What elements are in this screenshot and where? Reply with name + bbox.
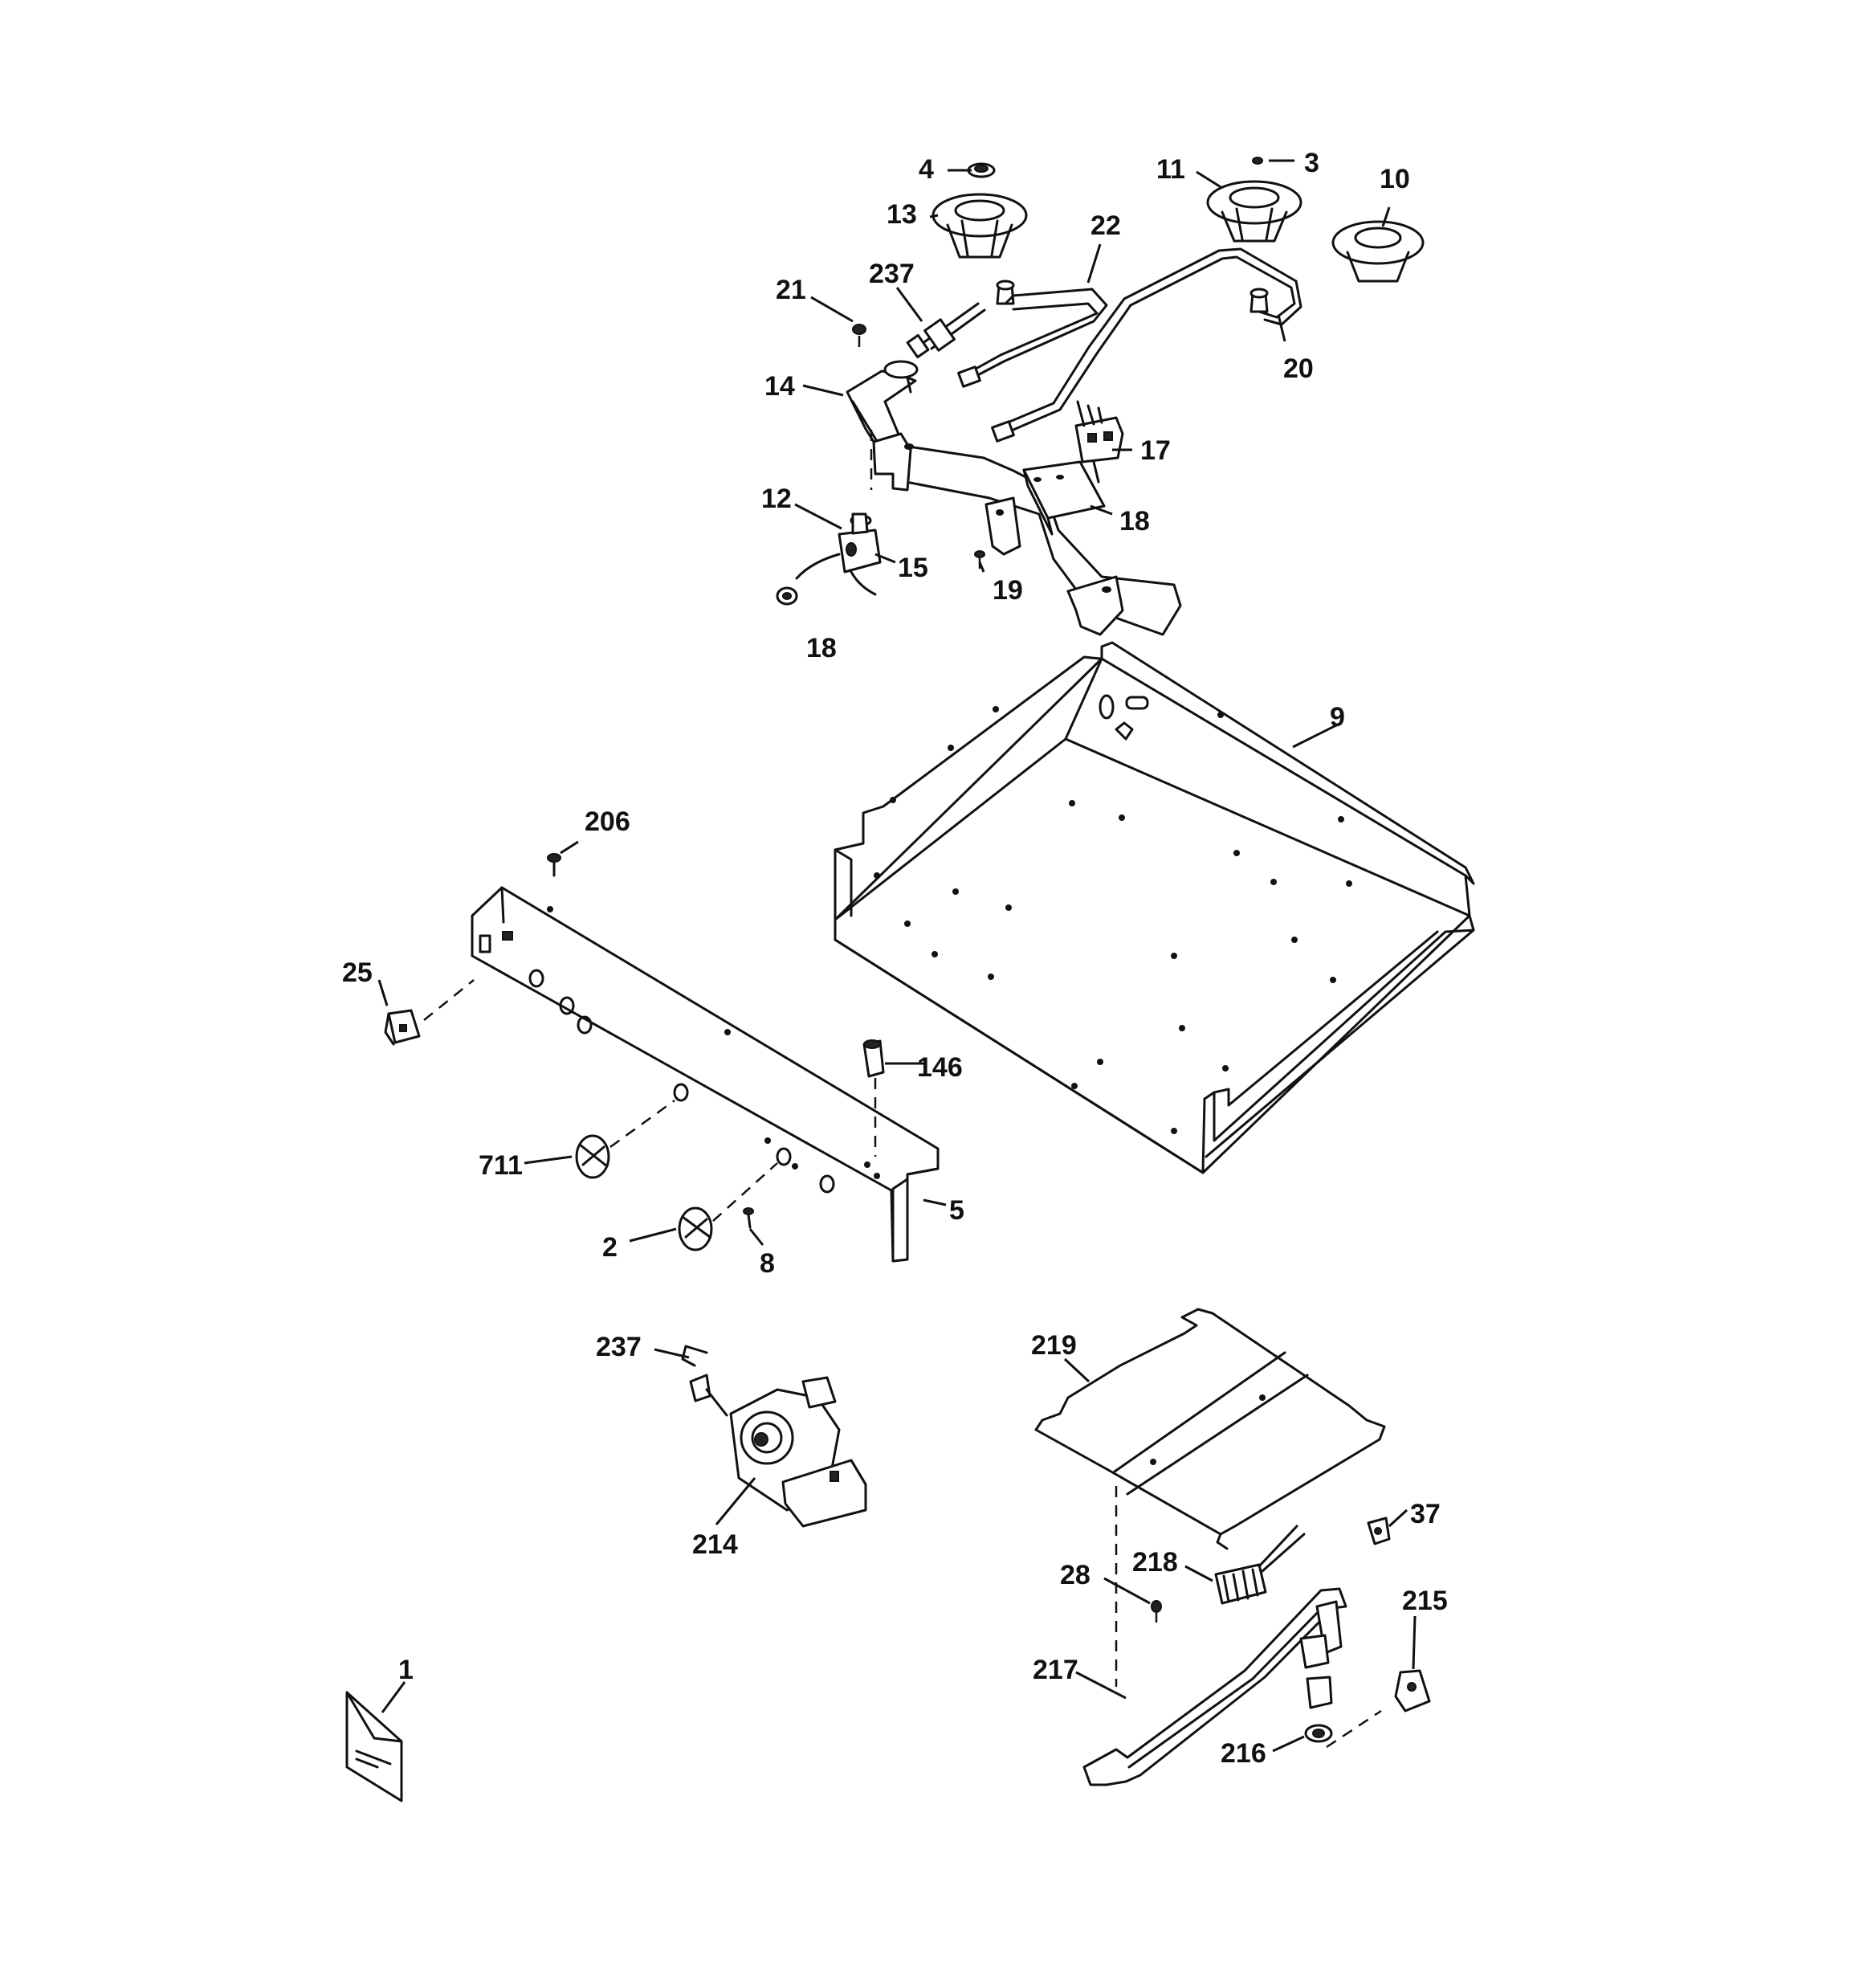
callout-9: 9 [1330,702,1345,733]
tube-nut-20 [991,420,1015,443]
nut-18-lower [776,586,798,606]
clip-146 [862,1039,885,1078]
ignitor-switch-17 [1074,400,1124,484]
leader-lines [377,159,1417,1753]
callout-11: 11 [1156,154,1185,185]
callout-215: 215 [1402,1586,1448,1616]
spark-ignitor-12-15 [795,512,882,596]
callout-28: 28 [1060,1560,1090,1590]
callout-5: 5 [949,1195,964,1226]
dash-25-panel [423,979,475,1021]
callout-12: 12 [761,484,792,514]
orifice-216 [1304,1724,1333,1743]
burner-head-13 [932,193,1028,259]
screw-206 [547,853,561,877]
callout-216: 216 [1221,1738,1266,1769]
callout-25: 25 [342,957,373,988]
clip-37 [1367,1517,1391,1545]
callout-237-valve: 237 [596,1332,642,1362]
callout-8: 8 [760,1248,775,1279]
callout-22: 22 [1090,210,1121,241]
callout-20: 20 [1283,353,1314,384]
callout-146: 146 [917,1052,963,1083]
orifice-fitting-right [1249,288,1269,313]
heat-shield-219 [1034,1308,1386,1550]
bake-burner-217 [1082,1587,1347,1786]
callout-4: 4 [919,154,934,185]
callout-37: 37 [1410,1499,1441,1529]
burner-box-9 [834,641,1475,1174]
callout-237-top: 237 [869,259,915,289]
dash-216-215 [1326,1709,1382,1749]
control-panel-5 [471,886,940,1263]
manual-envelope-1 [345,1691,403,1802]
screw-21 [852,324,866,350]
spark-module-218 [1214,1525,1306,1605]
callout-15: 15 [898,553,928,583]
gas-valve-214 [681,1345,867,1528]
orifice-fitting-left [996,280,1015,305]
callout-labels: 4 11 3 13 10 22 237 21 20 14 17 12 18 15… [342,148,1448,1769]
callout-18-upper: 18 [1119,506,1150,537]
callout-219: 219 [1031,1330,1077,1361]
burner-head-11 [1206,180,1302,243]
callout-218: 218 [1132,1547,1178,1578]
gas-tube-22-inner [970,302,1099,373]
callout-1: 1 [398,1655,414,1685]
screw-28 [1151,1600,1162,1623]
dash-2-panel [712,1162,778,1222]
callout-18-lower: 18 [806,633,837,663]
callout-2: 2 [602,1232,618,1263]
callout-10: 10 [1380,164,1410,194]
indicator-light-25 [384,1009,421,1046]
callout-17: 17 [1140,435,1171,466]
knob-2 [678,1206,713,1251]
bracket-215 [1394,1669,1431,1712]
callout-21: 21 [776,275,806,305]
gas-tube-20-inner [1002,247,1302,426]
callout-3: 3 [1304,148,1319,178]
tube-nut-22 [957,365,981,388]
callout-13: 13 [887,199,917,230]
manifold-14 [846,360,1182,636]
callout-214: 214 [692,1529,738,1560]
ignitor-bracket-18 [1022,460,1106,536]
callout-217: 217 [1033,1655,1078,1685]
callout-19: 19 [993,575,1023,606]
gas-tube-20 [1006,255,1296,434]
knob-711 [575,1134,610,1179]
callout-206: 206 [585,806,630,837]
gas-tube-22 [972,288,1108,379]
burner-head-10 [1331,220,1425,283]
screw-8 [743,1207,754,1229]
callout-711: 711 [479,1150,523,1181]
orifice-237-top [906,302,986,359]
callout-14: 14 [764,371,795,402]
screw-3 [1252,157,1263,165]
dash-711-panel [609,1099,675,1149]
burner-cap-4 [967,162,996,178]
